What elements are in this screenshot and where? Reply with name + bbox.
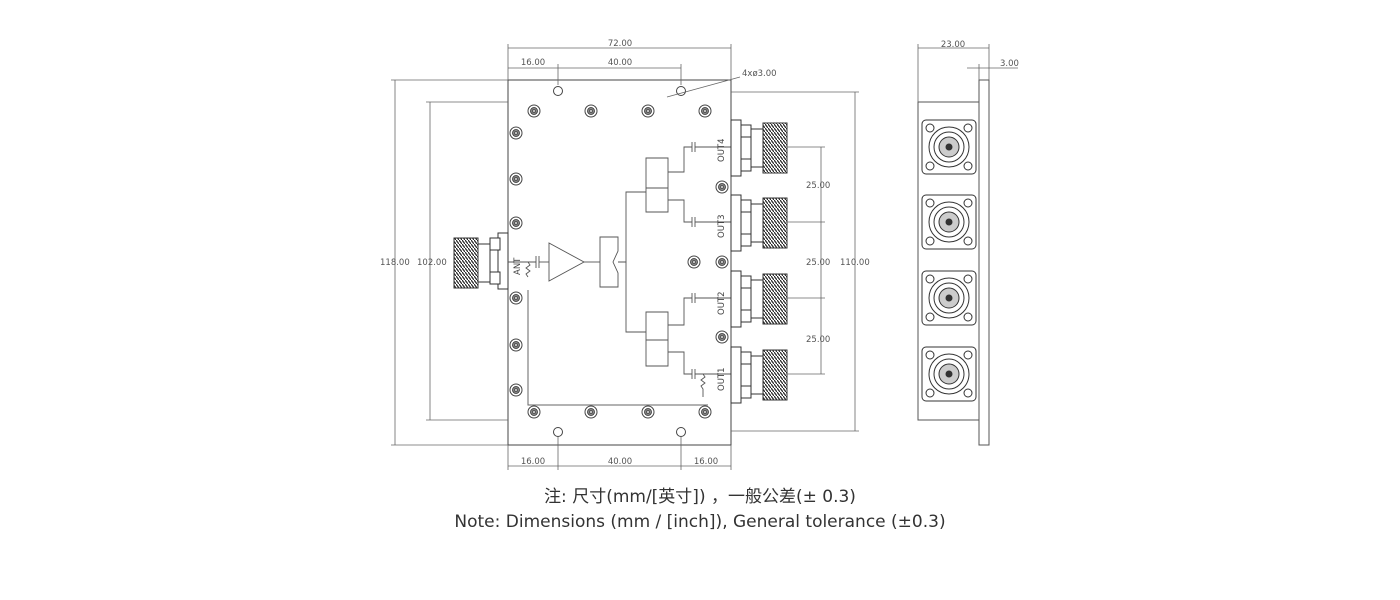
dim-pitch-3: 25.00 xyxy=(806,335,830,345)
amplifier-symbol xyxy=(548,242,585,282)
port-label-ant: ANT xyxy=(513,257,523,275)
output-connector xyxy=(730,194,788,252)
dim-left-outer: 118.00 xyxy=(380,258,410,268)
dim-bottom-left: 16.00 xyxy=(521,457,545,467)
port-label-out2: OUT2 xyxy=(717,291,727,315)
dimension-labels: 72.00 16.00 40.00 4xø3.00 16.00 40.00 16… xyxy=(380,39,1019,467)
side-dimension-lines xyxy=(917,44,1018,102)
connector-face xyxy=(921,270,977,326)
connector-face xyxy=(921,194,977,250)
output-connector xyxy=(730,346,788,404)
output-connector xyxy=(730,270,788,328)
dim-top-middle: 40.00 xyxy=(608,58,632,68)
dimension-lines xyxy=(391,44,859,470)
dim-bottom-middle: 40.00 xyxy=(608,457,632,467)
dim-holes: 4xø3.00 xyxy=(742,69,777,79)
cavity-outline xyxy=(527,290,708,406)
port-label-out3: OUT3 xyxy=(717,214,727,238)
note-chinese: 注: 尺寸(mm/[英寸]) ，一般公差(± 0.3) xyxy=(544,487,856,507)
mount-hole xyxy=(676,427,686,437)
dim-pitch-2: 25.00 xyxy=(806,258,830,268)
dim-side-flange: 3.00 xyxy=(1000,59,1019,69)
side-connector-faces xyxy=(921,119,977,402)
dim-bottom-right: 16.00 xyxy=(694,457,718,467)
dim-left-inner: 102.00 xyxy=(417,258,447,268)
dim-pitch-1: 25.00 xyxy=(806,181,830,191)
port-labels: ANT OUT4 OUT3 OUT2 OUT1 xyxy=(513,138,727,391)
output-connector xyxy=(730,119,788,177)
note-english: Note: Dimensions (mm / [inch]), General … xyxy=(454,512,946,532)
output-connectors xyxy=(730,119,788,404)
dim-top-left: 16.00 xyxy=(521,58,545,68)
connector-face xyxy=(921,119,977,175)
input-connector xyxy=(453,232,509,290)
mount-hole xyxy=(676,86,686,96)
mount-hole xyxy=(553,86,563,96)
port-label-out1: OUT1 xyxy=(717,367,727,391)
rf-circuit xyxy=(508,142,740,397)
mount-hole xyxy=(553,427,563,437)
dim-right-height: 110.00 xyxy=(840,258,870,268)
dim-top-overall: 72.00 xyxy=(608,39,632,49)
front-view xyxy=(391,44,859,470)
dim-side-width: 23.00 xyxy=(941,40,965,50)
port-label-out4: OUT4 xyxy=(717,138,727,162)
connector-face xyxy=(921,346,977,402)
